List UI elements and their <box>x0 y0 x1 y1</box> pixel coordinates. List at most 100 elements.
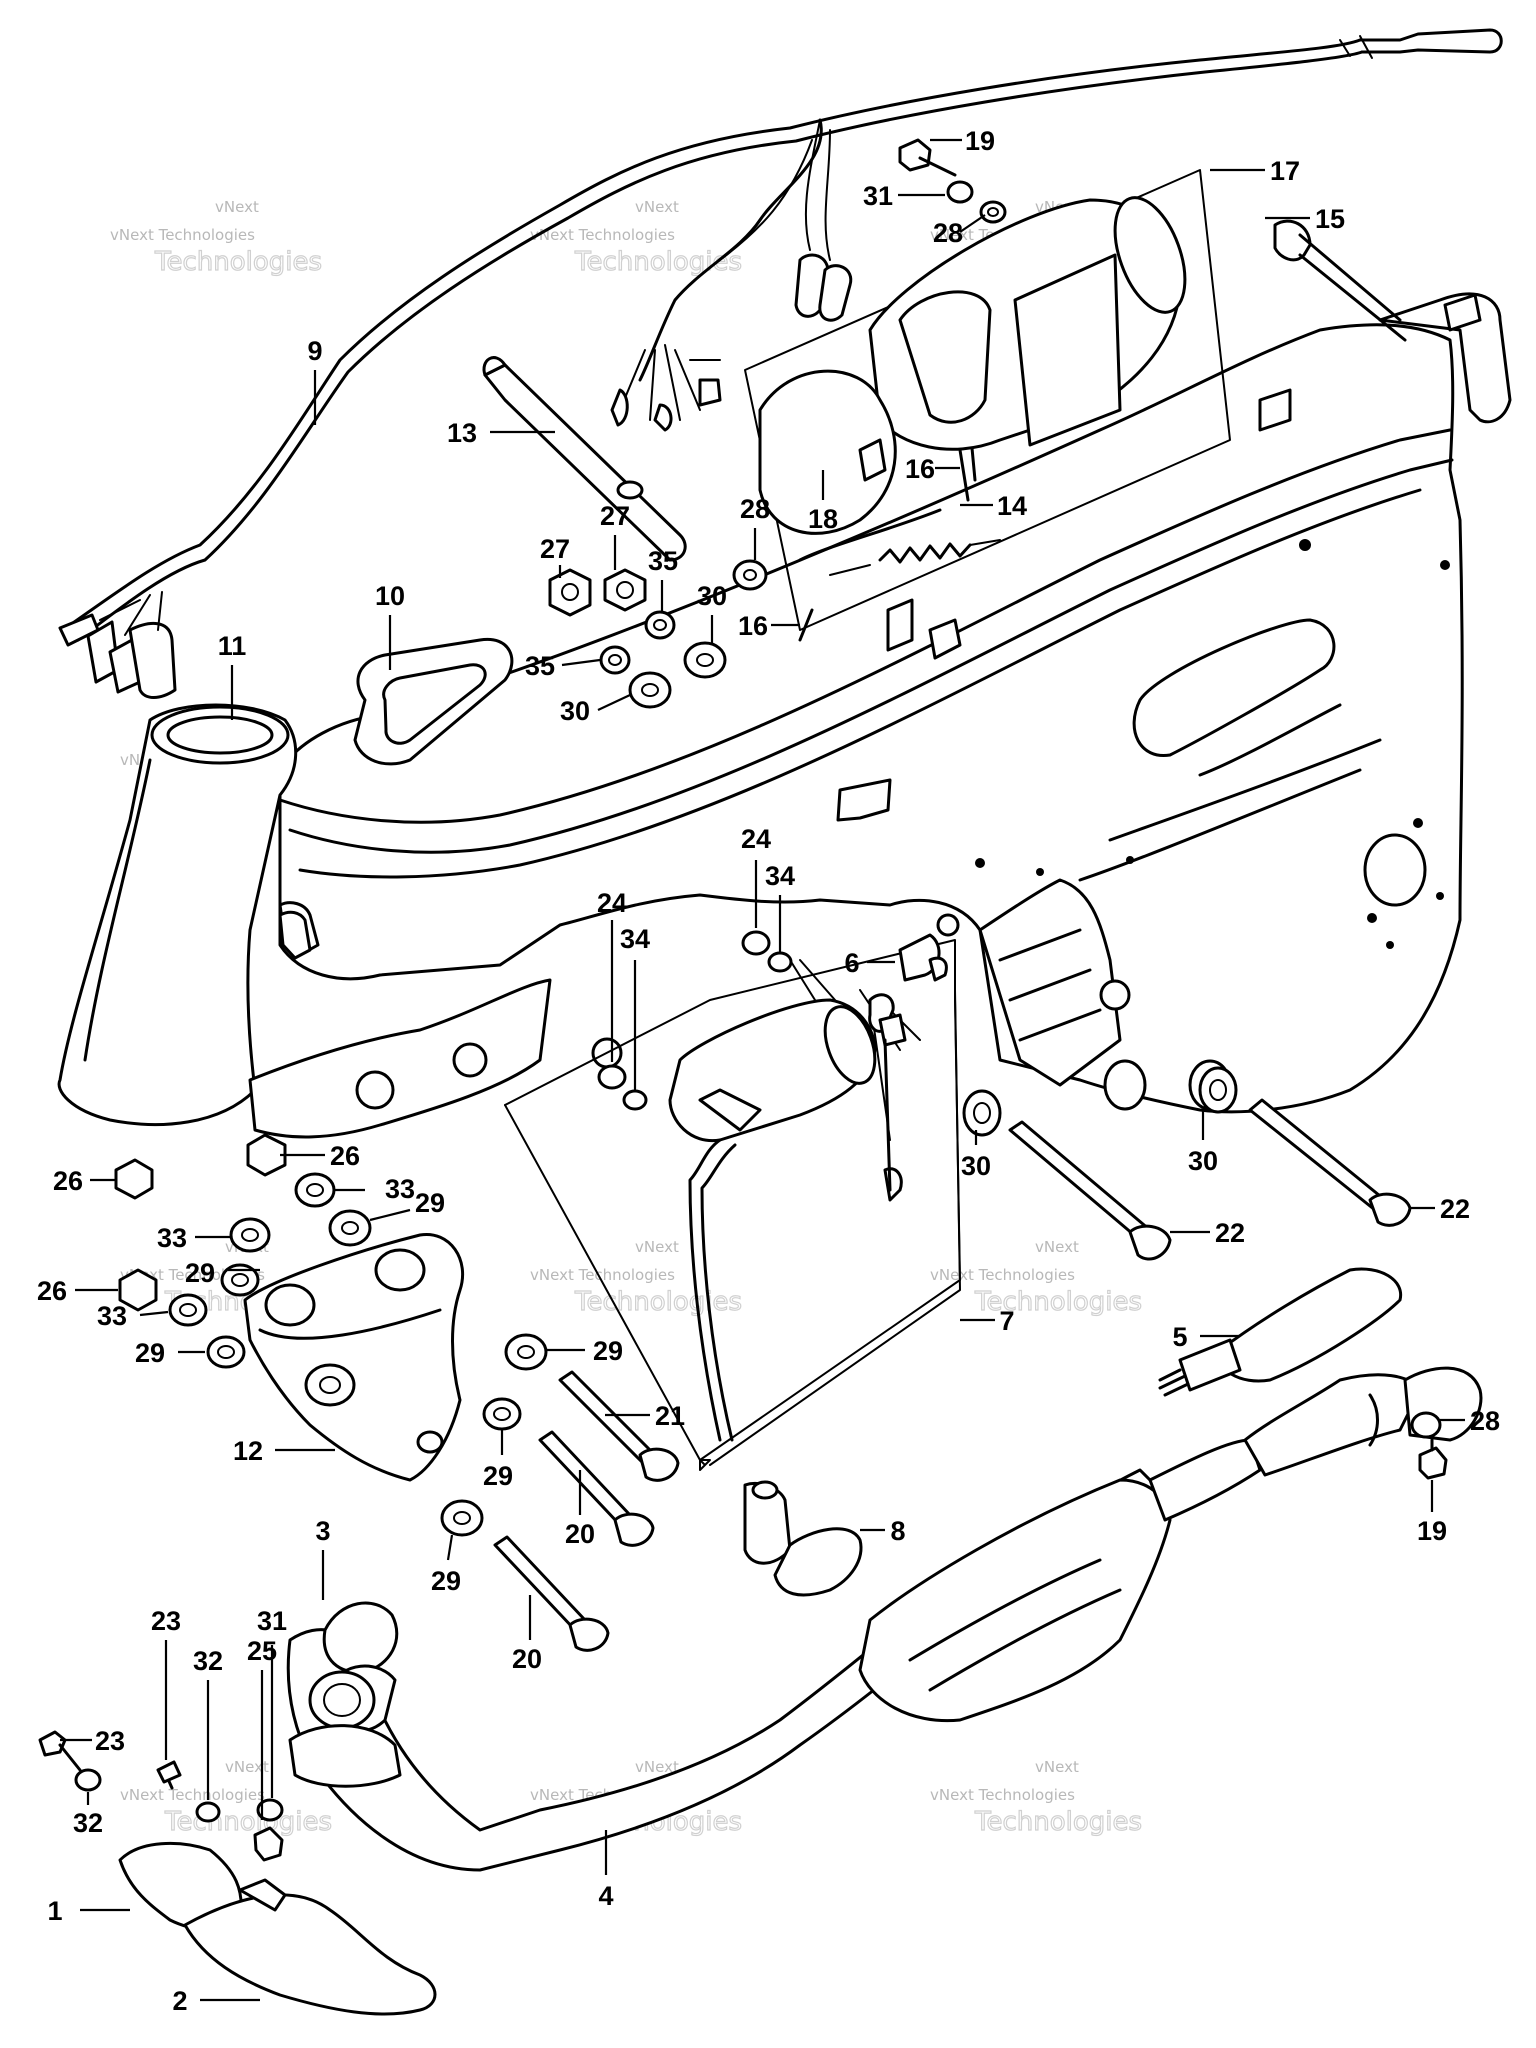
callout-16b: 16 <box>738 611 800 641</box>
callout-label: 9 <box>307 336 322 366</box>
callout-label: 11 <box>218 631 247 661</box>
callout-22a: 22 <box>1170 1218 1245 1248</box>
callout-label: 8 <box>890 1516 905 1546</box>
callout-2: 2 <box>172 1986 260 2016</box>
frame-part <box>57 323 1464 1139</box>
callout-29b: 29 <box>185 1258 260 1288</box>
callout-23a: 23 <box>60 1726 125 1756</box>
callout-6: 6 <box>844 948 895 978</box>
hardware-ignition-mount <box>597 913 960 1111</box>
callout-label: 34 <box>620 924 650 954</box>
watermark-line-2: Technologies <box>574 247 742 277</box>
watermark-line-2: Technologies <box>154 247 322 277</box>
callout-33c: 33 <box>97 1301 169 1331</box>
callout-label: 27 <box>540 534 570 564</box>
watermark-line-1: vNext Technologies <box>120 1786 265 1804</box>
battery-box-group <box>744 169 1231 631</box>
callout-label: 28 <box>933 218 963 248</box>
watermark-line-2: Technologies <box>574 1287 742 1317</box>
callout-label: 30 <box>1188 1146 1218 1176</box>
callout-label: 35 <box>648 546 678 576</box>
callout-label: 23 <box>151 1606 181 1636</box>
callout-30c: 30 <box>961 1130 991 1181</box>
callout-21: 21 <box>605 1401 685 1431</box>
watermark-line-2: Technologies <box>974 1807 1142 1837</box>
watermark-line-1: vNext Technologies <box>930 1266 1075 1284</box>
callout-label: 24 <box>597 888 627 918</box>
watermark-logo-text: vNext <box>635 198 679 216</box>
callout-31a: 31 <box>863 181 945 211</box>
callout-label: 32 <box>193 1646 223 1676</box>
callout-label: 29 <box>135 1338 165 1368</box>
callout-label: 26 <box>53 1166 83 1196</box>
callout-label: 33 <box>385 1174 415 1204</box>
callout-28a: 28 <box>740 494 770 560</box>
callout-label: 13 <box>447 418 477 448</box>
callout-label: 31 <box>863 181 893 211</box>
hardware-cluster-upper <box>548 138 1007 709</box>
callout-28c: 28 <box>1440 1406 1500 1436</box>
callout-16a: 16 <box>905 454 960 484</box>
watermark-line-2: Technologies <box>164 1807 332 1837</box>
callout-label: 26 <box>37 1276 67 1306</box>
callout-layer: 1 2 3 4 5 6 7 8 9 10 11 12 13 14 15 16 1… <box>37 126 1500 2016</box>
watermark-logo-text: vNext <box>1035 1238 1079 1256</box>
watermark-logo-text: vNext <box>225 1758 269 1776</box>
callout-label: 3 <box>315 1516 330 1546</box>
watermark-line-2: Technologies <box>974 1287 1142 1317</box>
callout-10: 10 <box>375 581 405 670</box>
callout-12: 12 <box>233 1436 335 1466</box>
callout-label: 34 <box>765 861 795 891</box>
callout-34b: 34 <box>765 861 795 952</box>
callout-29e: 29 <box>483 1430 513 1491</box>
callout-label: 14 <box>997 491 1027 521</box>
callout-label: 19 <box>1417 1516 1447 1546</box>
callout-4: 4 <box>598 1830 614 1911</box>
callout-30b: 30 <box>697 581 727 643</box>
callout-label: 24 <box>741 824 771 854</box>
callout-label: 29 <box>593 1336 623 1366</box>
callout-label: 30 <box>697 581 727 611</box>
callout-35b: 35 <box>525 651 601 681</box>
callout-label: 33 <box>97 1301 127 1331</box>
callout-label: 19 <box>965 126 995 156</box>
callout-29a: 29 <box>369 1188 445 1222</box>
callout-label: 27 <box>600 501 630 531</box>
callout-label: 4 <box>598 1881 613 1911</box>
callout-27a: 27 <box>540 534 570 578</box>
callout-26b: 26 <box>53 1166 115 1196</box>
engine-hanger-part <box>114 1133 548 1537</box>
exhaust-system <box>38 1267 1483 2016</box>
callout-9: 9 <box>307 336 323 425</box>
watermark-logo-text: vNext <box>635 1758 679 1776</box>
callout-29c: 29 <box>135 1338 205 1368</box>
watermark-line-1: vNext Technologies <box>530 226 675 244</box>
callout-27b: 27 <box>600 501 630 570</box>
callout-label: 29 <box>185 1258 215 1288</box>
rear-rack-part <box>1273 219 1512 424</box>
callout-19b: 19 <box>1417 1480 1447 1546</box>
callout-33a: 33 <box>335 1174 415 1204</box>
callout-label: 28 <box>740 494 770 524</box>
grommet-part <box>353 637 514 766</box>
callout-label: 30 <box>560 696 590 726</box>
callout-label: 20 <box>512 1644 542 1674</box>
diagram-artwork <box>38 28 1512 2016</box>
callout-7: 7 <box>960 1306 1015 1336</box>
misc-small-parts <box>278 910 312 960</box>
long-bolts <box>493 1066 1412 1652</box>
harness-branch <box>610 118 853 432</box>
callout-label: 22 <box>1440 1194 1470 1224</box>
callout-label: 10 <box>375 581 405 611</box>
callout-18: 18 <box>808 470 838 534</box>
callout-30a: 30 <box>560 694 631 726</box>
callout-17: 17 <box>1210 156 1300 186</box>
callout-26c: 26 <box>37 1276 118 1306</box>
callout-34a: 34 <box>620 924 650 1090</box>
callout-24b: 24 <box>741 824 771 928</box>
